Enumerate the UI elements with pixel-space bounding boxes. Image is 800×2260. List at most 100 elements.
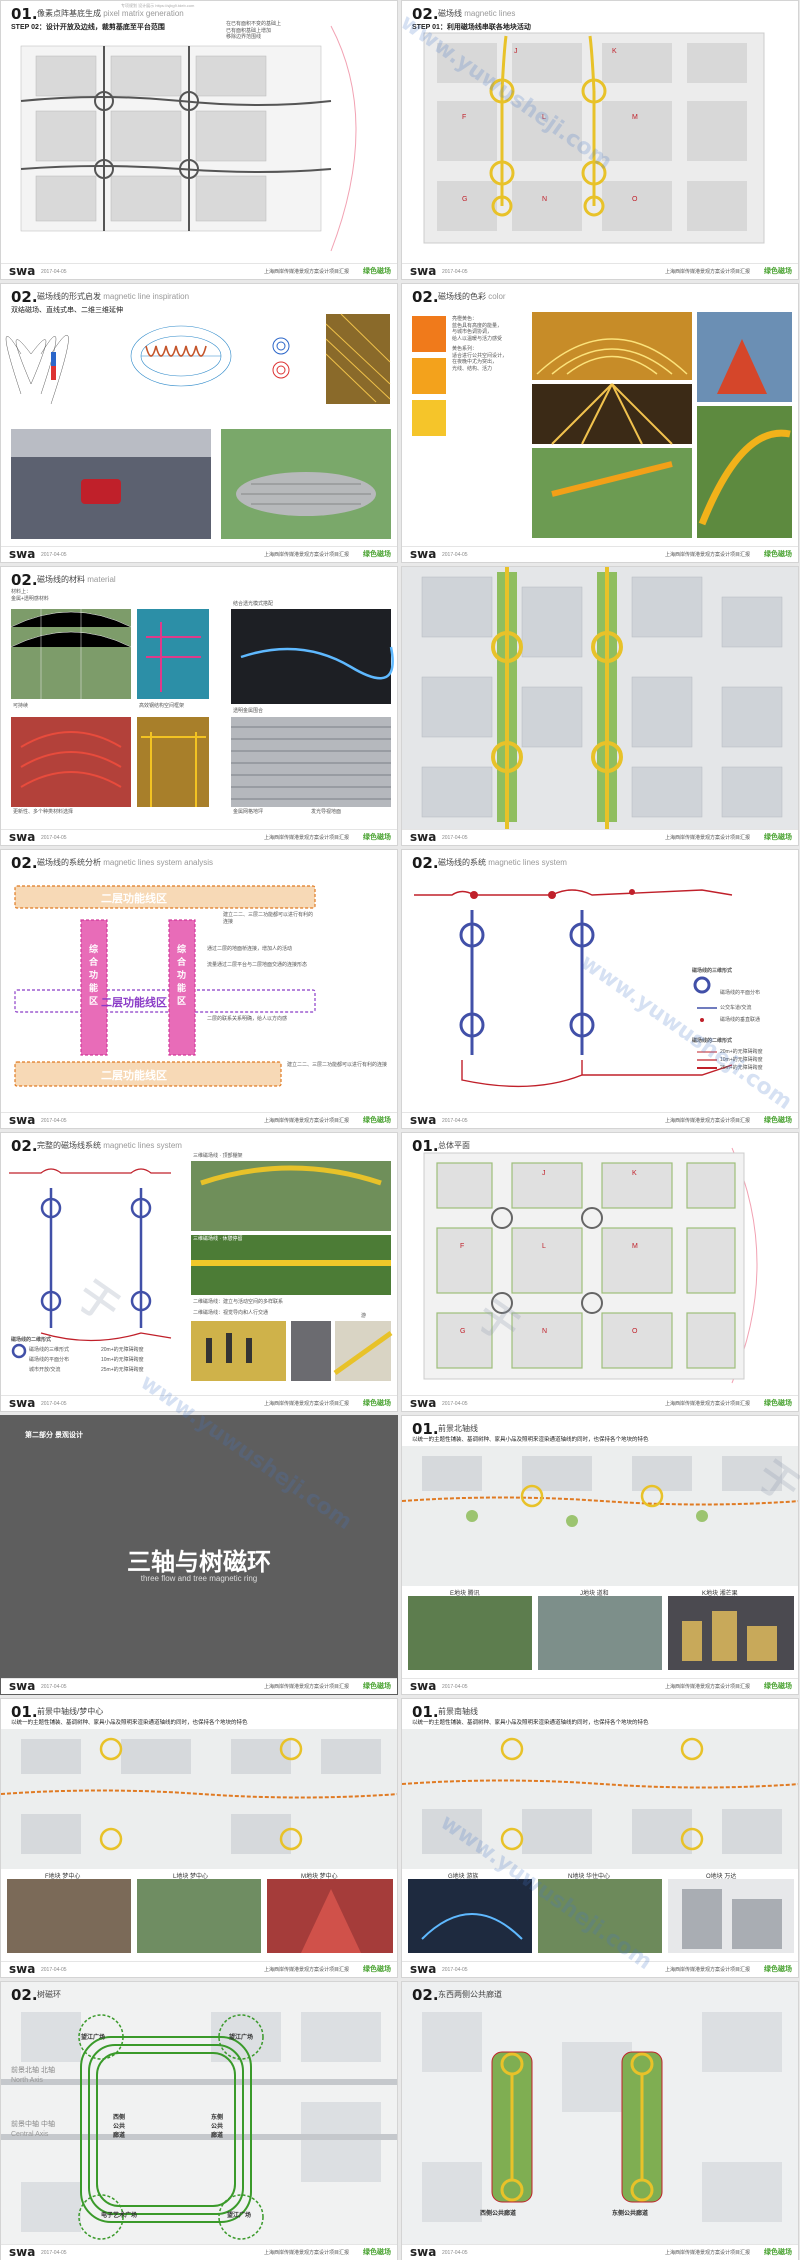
footer-brand: 绿色磁场 (363, 1966, 391, 1973)
note-5: 建立二二、三层二功能都可以进行有利的连接 (287, 1062, 388, 1068)
swa-logo: swa (410, 1962, 437, 1976)
footer-date: 2017-04-05 (41, 552, 67, 558)
slide-subtitle: 双结磁场、直线式串、二维三维延伸 (11, 307, 123, 314)
footer-brand: 绿色磁场 (764, 834, 792, 841)
legend-title: 磁场线的三维形式 (692, 968, 733, 974)
slide-title: 完整的磁场线系统 magnetic lines system (37, 1141, 182, 1150)
legend-title: 磁场线的二维形式 (11, 1337, 52, 1343)
aerial-render (402, 567, 798, 831)
block-label-g: G (462, 196, 467, 203)
slide-footer: swa 2017-04-05 上海西岸传媒港景观方案设计项目汇报 绿色磁场 (1, 1395, 397, 1411)
footer-date: 2017-04-05 (41, 835, 67, 841)
block-label-k: K (632, 1170, 637, 1177)
slide-south-axis: 01. 前景南轴线 以统一的主题性铺装、基调树种、家具小品及照明来渲染通道轴线的… (401, 1698, 799, 1978)
caption-metal-enclosure: 透明金属围合 (233, 708, 264, 714)
swa-logo: swa (410, 830, 437, 844)
footer-brand: 绿色磁场 (363, 1683, 391, 1690)
footer-project: 上海西岸传媒港景观方案设计项目汇报 (664, 269, 750, 275)
slide-title: 磁场线的系统分析 magnetic lines system analysis (37, 858, 214, 867)
legend-item: 25m+的无障碍跨度 (101, 1367, 144, 1373)
block-label-j: J (514, 48, 518, 55)
slide-number: 01. (412, 1703, 439, 1721)
swa-logo: swa (410, 1679, 437, 1693)
slide-number: 02. (412, 288, 439, 306)
caption-guidance: 二维磁场线：视觉导向和人行交通 (193, 1310, 269, 1316)
footer-brand: 绿色磁场 (363, 268, 391, 275)
caption-light-pattern: 结合透光模式搭配 (233, 601, 274, 607)
label-plaza-ne: 望江广场 (229, 2035, 254, 2041)
slide-title: 磁场线的色彩 color (438, 292, 506, 301)
footer-project: 上海西岸传媒港景观方案设计项目汇报 (263, 1967, 349, 1973)
block-label-n: N (542, 196, 547, 203)
block-label-m: M (632, 114, 638, 121)
swa-logo: swa (9, 1962, 36, 1976)
note-2: 通过二层的地面桥连接，增加人的活动 (207, 946, 293, 952)
footer-project: 上海西岸传媒港景观方案设计项目汇报 (664, 835, 750, 841)
slide-number: 02. (11, 288, 38, 306)
footer-brand: 绿色磁场 (363, 551, 391, 558)
slide-title: 前景南轴线 (438, 1707, 478, 1716)
slide-footer: swa 2017-04-05 上海西岸传媒港景观方案设计项目汇报 绿色磁场 (1, 1112, 397, 1128)
legend-item: 公交车道/交流 (720, 1005, 752, 1011)
slide-number: 01. (412, 1420, 439, 1438)
slide-number: 01. (412, 1137, 439, 1155)
label-e-art-plaza: 电子艺术广场 (101, 2213, 138, 2219)
caption-block-f: F地块 梦中心 (45, 1874, 81, 1880)
block-label-l: L (542, 114, 546, 121)
legend-item: 磁场线的平面分布 (29, 1357, 70, 1363)
note-1: 建立二二、三层二功能都可以进行有利的连接 (223, 912, 314, 925)
block-label-j: J (542, 1170, 546, 1177)
slide-description: 以统一的主题性铺装、基调树种、家具小品及照明来渲染通道轴线的同时，也保持各个地块… (412, 1720, 649, 1726)
slide-number: 02. (412, 854, 439, 872)
footer-project: 上海西岸传媒港景观方案设计项目汇报 (263, 1118, 349, 1124)
slide-pixel-matrix: 专项规划 设计展示 https://sjbg9.tdeb.com 01. 像素点… (0, 0, 398, 280)
slide-footer: swa 2017-04-05 上海西岸传媒港景观方案设计项目汇报 绿色磁场 (1, 546, 397, 562)
section-subtitle: three flow and tree magnetic ring (140, 1574, 258, 1583)
slide-footer: swa 2017-04-05 上海西岸传媒港景观方案设计项目汇报 绿色磁场 (402, 2244, 798, 2260)
section-title: 三轴与树磁环 (127, 1548, 271, 1576)
block-label-l: L (542, 1243, 546, 1250)
slide-title: 东西两侧公共廊道 (438, 1990, 502, 1999)
footer-brand: 绿色磁场 (363, 2249, 391, 2256)
slide-north-axis: 01. 前景北轴线 以统一的主题性铺装、基调树种、家具小品及照明来渲染通道轴线的… (401, 1415, 799, 1695)
slide-title: 像素点阵基底生成 pixel matrix generation (37, 9, 184, 18)
swa-logo: swa (9, 1396, 36, 1410)
band-label-mid: 二层功能线区 (101, 997, 167, 1009)
block-label-k: K (612, 48, 617, 55)
legend-item: 10m+的无障碍跨度 (101, 1357, 144, 1363)
footer-brand: 绿色磁场 (764, 1117, 792, 1124)
inspiration-collage (1, 284, 397, 548)
slide-footer: swa 2017-04-05 上海西岸传媒港景观方案设计项目汇报 绿色磁场 (1, 2244, 397, 2260)
slide-footer: swa 2017-04-05 上海西岸传媒港景观方案设计项目汇报 绿色磁场 (402, 829, 798, 845)
footer-project: 上海西岸传媒港景观方案设计项目汇报 (664, 1967, 750, 1973)
header-note: 专项规划 设计展示 https://sjbg9.tdeb.com (121, 3, 195, 8)
system-diagram (1, 850, 397, 1114)
swa-logo: swa (9, 547, 36, 561)
footer-date: 2017-04-05 (442, 1118, 468, 1124)
south-axis-collage (402, 1699, 798, 1963)
caption-steel-frame: 高效钢结构空间框架 (139, 703, 185, 709)
color-collage (402, 284, 798, 548)
block-label-f: F (462, 114, 466, 121)
caption-block-l: L地块 梦中心 (173, 1874, 209, 1880)
slide-title: 磁场线的形式启发 magnetic line inspiration (37, 292, 190, 301)
caption-play: 游 (361, 1313, 367, 1319)
footer-date: 2017-04-05 (442, 1967, 468, 1973)
slide-footer: swa 2017-04-05 上海西岸传媒港景观方案设计项目汇报 绿色磁场 (1, 263, 397, 279)
footer-brand: 绿色磁场 (764, 2249, 792, 2256)
slide-footer: swa 2017-04-05 上海西岸传媒港景观方案设计项目汇报 绿色磁场 (1, 829, 397, 845)
slide-central-axis: 01. 前景中轴线/梦中心 以统一的主题性铺装、基调树种、家具小品及照明来渲染通… (0, 1698, 398, 1978)
slide-form-inspiration: 02. 磁场线的形式启发 magnetic line inspiration 双… (0, 283, 398, 563)
swa-logo: swa (9, 1113, 36, 1127)
caption-block-o: O地块 万达 (706, 1874, 737, 1880)
footer-date: 2017-04-05 (41, 1118, 67, 1124)
caption-sustainable: 可持续 (13, 703, 29, 709)
label-plaza-se: 望江广场 (227, 2213, 252, 2219)
swa-logo: swa (410, 2245, 437, 2259)
legend-subtitle: 磁场线的二维形式 (692, 1038, 733, 1044)
caption-metal-grid: 金属网格地坪 (233, 809, 264, 815)
slide-aerial-render: swa 2017-04-05 上海西岸传媒港景观方案设计项目汇报 绿色磁场 (401, 566, 799, 846)
slide-complete-system: 02. 完整的磁场线系统 magnetic lines system 磁场线的二… (0, 1132, 398, 1412)
block-label-f: F (460, 1243, 464, 1250)
swa-logo: swa (410, 1396, 437, 1410)
